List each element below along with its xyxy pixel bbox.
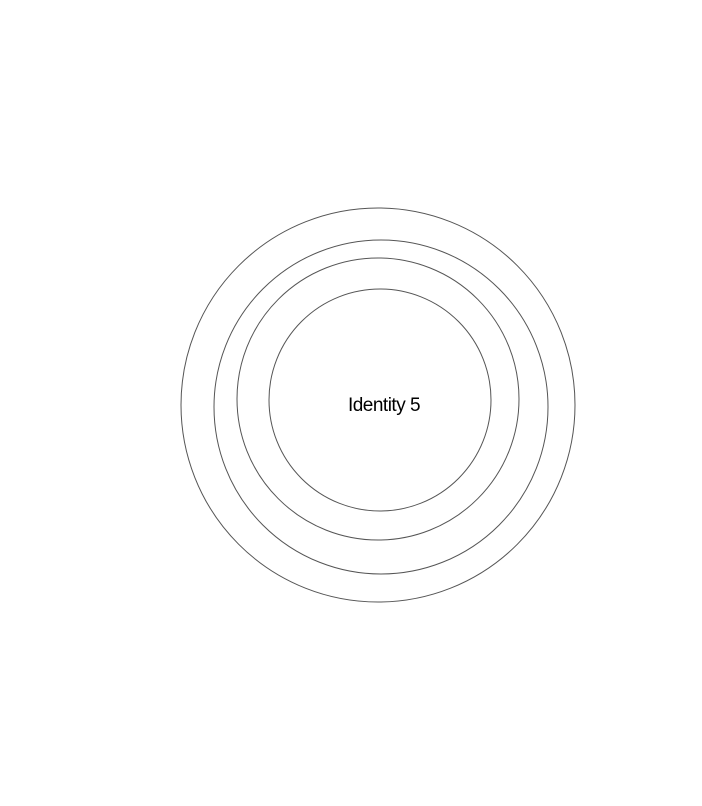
outer-ring <box>180 207 576 603</box>
center-label: Identity 5 <box>348 395 420 416</box>
inner-ring <box>268 288 492 512</box>
second-ring <box>213 239 549 575</box>
third-ring <box>236 257 520 541</box>
